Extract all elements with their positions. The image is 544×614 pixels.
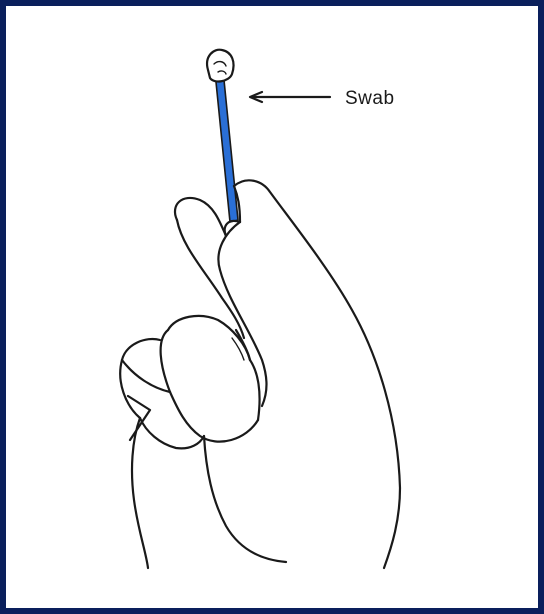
diagram-frame: Swab	[6, 6, 538, 608]
swab-stick	[216, 80, 238, 222]
swab-label: Swab	[345, 88, 395, 110]
hand	[120, 180, 400, 568]
hand-swab-illustration	[6, 6, 538, 608]
cotton-tip	[207, 50, 233, 82]
label-arrow	[250, 92, 330, 102]
